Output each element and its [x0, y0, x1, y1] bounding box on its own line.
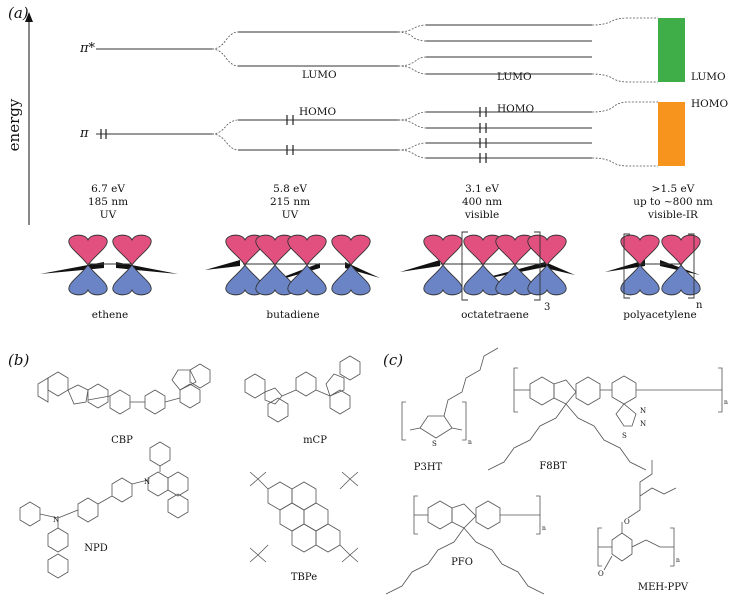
- lumo-label-polyacetylene: LUMO: [691, 71, 726, 83]
- polymer-label-pfo: PFO: [451, 557, 473, 568]
- structure-p3ht: S n: [401, 347, 499, 448]
- pfo-repeat-n: n: [542, 525, 546, 532]
- polymer-label-f8bt: F8BT: [539, 461, 567, 472]
- panel-c-label: (c): [383, 351, 403, 369]
- molecule-label-polyacetylene: polyacetylene: [623, 309, 696, 321]
- molecule-label-cbp: CBP: [111, 435, 133, 446]
- structure-mcp: [244, 355, 361, 423]
- lumo-band: [658, 18, 685, 82]
- gap-ev-octatetraene: 3.1 eV: [465, 183, 499, 195]
- panel-b-label: (b): [8, 351, 29, 369]
- energy-axis-arrow: [25, 12, 33, 22]
- pi-orbital-drawings: [40, 231, 701, 301]
- pi-label: π: [79, 126, 89, 141]
- gap-region-ethene: UV: [100, 209, 117, 221]
- gap-region-octatetraene: visible: [464, 209, 499, 221]
- gap-ev-butadiene: 5.8 eV: [273, 183, 307, 195]
- homo-label-butadiene: HOMO: [299, 106, 337, 118]
- meh-ppv-o-atom-top: O: [624, 518, 630, 526]
- structure-f8bt: N N S n: [487, 367, 728, 471]
- homo-band: [658, 102, 685, 166]
- lumo-label-butadiene: LUMO: [302, 69, 337, 81]
- lumo-label-octatetraene: LUMO: [497, 71, 532, 83]
- molecule-label-butadiene: butadiene: [266, 309, 319, 321]
- gap-nm-butadiene: 215 nm: [270, 196, 310, 208]
- octatetraene-subscript: 3: [544, 302, 550, 313]
- f8bt-repeat-n: n: [724, 399, 728, 406]
- gap-ev-polyacetylene: >1.5 eV: [652, 183, 695, 195]
- f8bt-s-atom: S: [622, 432, 627, 440]
- meh-ppv-repeat-n: n: [676, 557, 680, 564]
- energy-level-diagram: [96, 17, 658, 167]
- homo-label-octatetraene: HOMO: [497, 103, 535, 115]
- polymer-label-meh-ppv: MEH-PPV: [638, 582, 689, 593]
- gap-region-butadiene: UV: [282, 209, 299, 221]
- molecule-label-ethene: ethene: [92, 309, 128, 321]
- gap-nm-octatetraene: 400 nm: [462, 196, 502, 208]
- structure-cbp: [37, 363, 211, 415]
- structure-meh-ppv: O O n: [597, 460, 680, 578]
- structure-npd: N N: [19, 441, 189, 579]
- homo-label-polyacetylene: HOMO: [691, 98, 729, 110]
- structure-pfo: n: [385, 495, 546, 595]
- gap-nm-polyacetylene: up to ~800 nm: [633, 196, 713, 208]
- molecule-label-tbpe: TBPe: [291, 572, 317, 583]
- p3ht-s-atom: S: [432, 440, 437, 448]
- pi-star-label: π*: [79, 41, 96, 56]
- gap-nm-ethene: 185 nm: [88, 196, 128, 208]
- npd-n-atom-right: N: [144, 478, 150, 486]
- molecule-label-octatetraene: octatetraene: [461, 309, 529, 321]
- meh-ppv-o-atom-bottom: O: [598, 570, 604, 578]
- polyacetylene-subscript: n: [696, 300, 703, 311]
- panel-a-label: (a): [8, 4, 29, 22]
- molecule-label-npd: NPD: [84, 543, 108, 554]
- f8bt-n-atom-1: N: [640, 407, 646, 415]
- structure-tbpe: [249, 471, 359, 563]
- f8bt-n-atom-2: N: [640, 420, 646, 428]
- polymer-label-p3ht: P3HT: [414, 462, 443, 473]
- npd-n-atom-left: N: [53, 516, 59, 524]
- energy-axis-label: energy: [5, 98, 23, 151]
- molecule-label-mcp: mCP: [303, 435, 327, 446]
- gap-ev-ethene: 6.7 eV: [91, 183, 125, 195]
- p3ht-repeat-n: n: [468, 439, 472, 446]
- gap-region-polyacetylene: visible-IR: [647, 209, 699, 221]
